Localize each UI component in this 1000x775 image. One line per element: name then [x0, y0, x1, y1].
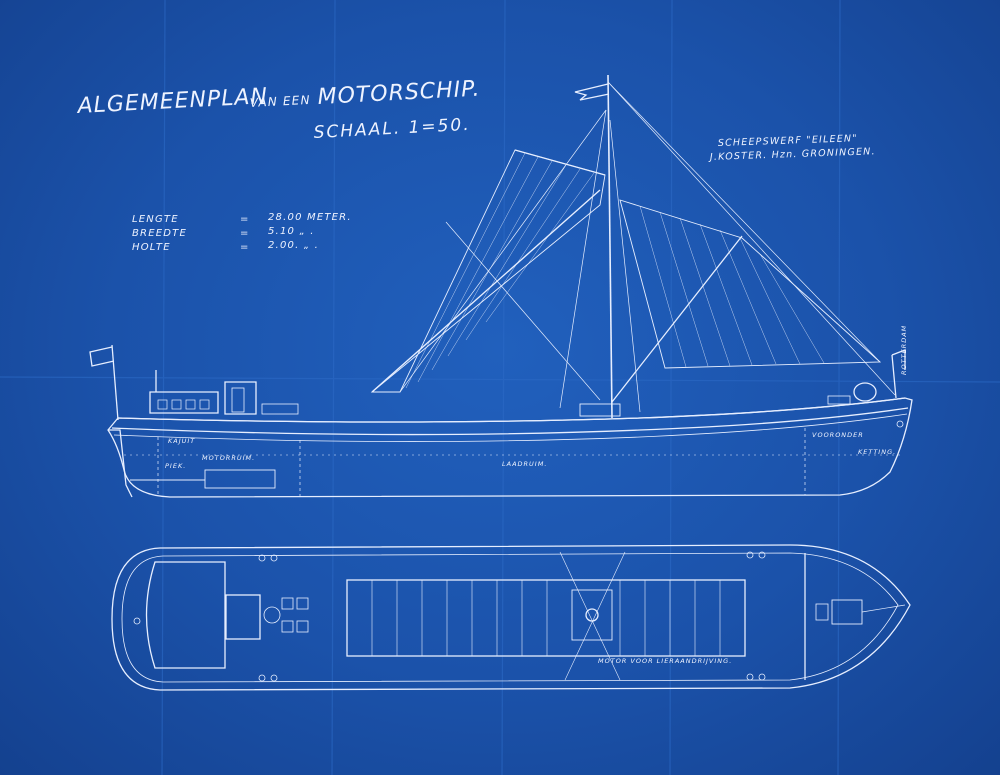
- stern-flag: [89, 346, 115, 367]
- dim-breadth-label: BREEDTE: [132, 228, 187, 239]
- label-forecastle: VOORONDER: [812, 431, 864, 439]
- label-engine-room: MOTORRUIM.: [202, 454, 255, 462]
- label-peak: PIEK.: [165, 462, 186, 470]
- mast: [607, 74, 613, 419]
- engine-block: [204, 469, 276, 489]
- sheer-strake: [111, 407, 909, 436]
- dim-breadth-value: 5.10 „ .: [268, 226, 315, 237]
- dim-depth-value: 2.00. „ .: [268, 240, 319, 251]
- boom: [371, 189, 601, 393]
- stern-flagstaff: [111, 344, 119, 421]
- deck-plan: [111, 544, 911, 691]
- dim-depth-label: HOLTE: [132, 242, 171, 253]
- cargo-hatch: [346, 579, 746, 657]
- bollards: [133, 551, 766, 682]
- deck-outline: [111, 544, 911, 691]
- cabin-windows: [157, 399, 210, 410]
- cabin-roof: [149, 391, 219, 414]
- rubbing-strake: [113, 413, 908, 442]
- profile-labels: KAJUIT PIEK. MOTORRUIM. LAADRUIM. VOORON…: [165, 325, 908, 470]
- dimensions-table: LENGTE = 28.00 METER. BREEDTE = 5.10 „ .…: [132, 212, 352, 253]
- title-part-2: VAN EEN: [249, 93, 311, 110]
- wheelhouse: [224, 381, 257, 415]
- hatch-boards: [346, 580, 721, 656]
- bow-stanchion: [891, 349, 906, 399]
- mast-winch: [579, 403, 621, 417]
- anchor-winch-plan: [831, 599, 863, 625]
- dim-depth-eq: =: [240, 242, 250, 253]
- deck-inner-line: [121, 552, 899, 683]
- label-chain-locker: KETTING.: [858, 448, 896, 456]
- mainsail: [370, 149, 606, 393]
- label-cargo-hold: LAADRUIM.: [502, 460, 547, 468]
- label-cabin: KAJUIT: [168, 437, 195, 445]
- mast-step-plan: [571, 589, 613, 641]
- title-part-3: MOTORSCHIP.: [317, 76, 481, 109]
- wheelhouse-door: [231, 387, 245, 413]
- mast-plan: [585, 608, 599, 622]
- wheelhouse-plan: [225, 594, 261, 640]
- foresail-seams: [639, 205, 825, 368]
- bow-centerline: [861, 604, 906, 613]
- shipyard-address: J.KOSTER. Hzn. GRONINGEN.: [708, 146, 876, 163]
- dim-breadth-eq: =: [240, 228, 250, 239]
- shipyard-name: SCHEEPSWERF "EILEEN": [718, 133, 858, 149]
- label-winch-motor: MOTOR VOOR LIERAANDRIJVING.: [598, 657, 732, 665]
- forecastle-hatch: [827, 395, 851, 405]
- title-block: ALGEMEENPLAN VAN EEN MOTORSCHIP. SCHAAL.…: [75, 76, 481, 142]
- dim-length-label: LENGTE: [132, 214, 179, 225]
- scale-label: SCHAAL. 1=50.: [313, 115, 471, 143]
- mainsail-seams: [405, 152, 595, 389]
- hull-outline: [107, 397, 913, 498]
- dim-length-value: 28.00 METER.: [268, 212, 352, 223]
- title-part-1: ALGEMEENPLAN: [75, 84, 269, 119]
- dim-length-eq: =: [240, 214, 250, 225]
- rudder: [108, 429, 133, 498]
- shipyard-block: SCHEEPSWERF "EILEEN" J.KOSTER. Hzn. GRON…: [708, 133, 876, 163]
- cargo-derrick: [611, 235, 743, 403]
- side-profile: [89, 74, 913, 498]
- cabin-hatch: [261, 403, 299, 415]
- mast-pennant: [574, 83, 610, 101]
- forehatch-plan: [815, 603, 829, 621]
- hawse-pipe: [896, 420, 904, 428]
- deck-line: [117, 397, 906, 423]
- rigging-lines: [399, 81, 896, 413]
- anchor-winch: [853, 382, 877, 402]
- shroud-lines-plan: [559, 551, 626, 681]
- label-bow-name: ROTTERDAM: [900, 325, 908, 375]
- cabin-plan: [145, 561, 226, 669]
- engine-vents: [281, 597, 309, 633]
- steering-wheel: [263, 606, 281, 624]
